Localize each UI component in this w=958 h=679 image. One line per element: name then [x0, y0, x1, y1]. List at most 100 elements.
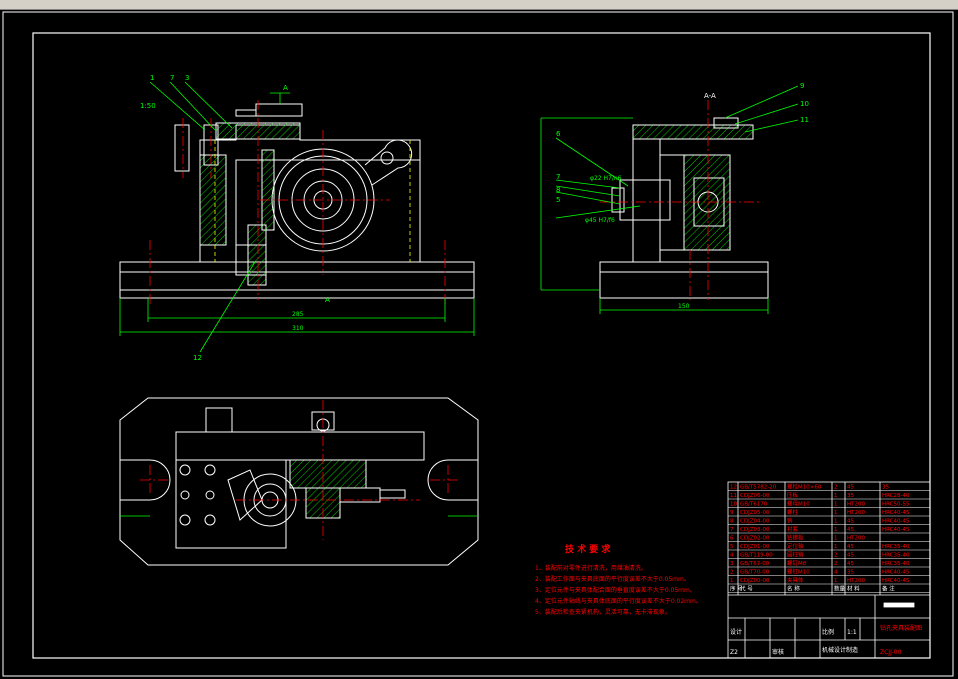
parts-cell-no: 1 [730, 578, 734, 584]
parts-cell-note: HRC40-45 [882, 578, 910, 584]
parts-cell-no: 12 [730, 485, 737, 491]
parts-cell-name: 钻模板 [787, 534, 804, 542]
tech-requirements-title: 技 术 要 求 [565, 543, 611, 555]
parts-cell-no: 11 [730, 493, 737, 499]
scale-label: 比例 [822, 628, 834, 636]
parts-cell-qty: 1 [834, 502, 838, 508]
parts-cell-mat: 45 [847, 544, 854, 550]
front-dimensions [119, 81, 475, 353]
tech-req-item-5: 5、装配后检查夹紧机构，灵活可靠，无卡滞现象。 [535, 608, 671, 616]
parts-cell-no: 5 [730, 544, 734, 550]
parts-cell-name: 销 [787, 517, 793, 525]
parts-cell-mat: 35 [847, 493, 854, 499]
parts-cell-no: 6 [730, 536, 734, 542]
parts-cell-note: HRC50-55 [882, 502, 910, 508]
parts-cell-name: 压板 [787, 491, 799, 499]
front-balloon-12: 12 [193, 354, 202, 362]
side-balloon-6: 6 [556, 130, 561, 138]
parts-cell-note: HRC28-40 [882, 493, 910, 499]
parts-cell-name: 圆柱销 [787, 551, 804, 559]
side-balloon-11: 11 [800, 116, 809, 124]
parts-cell-code: GB/T67-00 [740, 561, 770, 567]
parts-list-table [727, 481, 931, 659]
drawing-name: 钻孔夹具装配图 [880, 624, 922, 632]
drawing-number: ZCJJ-00 [880, 649, 902, 656]
side-balloon-8: 8 [556, 186, 560, 194]
front-balloon-1: 1 [150, 74, 154, 82]
parts-cell-note: HRC40-45 [882, 519, 910, 525]
parts-cell-name: 螺母M10 [787, 500, 810, 508]
parts-cell-note: 35 [882, 485, 889, 491]
side-view-title: A-A [704, 92, 716, 100]
parts-cell-code: CDJZ01-00 [740, 544, 770, 550]
front-section-mark-top: A [283, 84, 288, 92]
parts-cell-name: 定位轴 [787, 542, 804, 550]
parts-cell-qty: 2 [834, 485, 838, 491]
parts-cell-no: 3 [730, 561, 734, 567]
parts-cell-no: 7 [730, 527, 734, 533]
scale-value: 1:1 [847, 629, 857, 636]
checker-label: 审核 [772, 648, 784, 656]
front-labels: 1 7 3 1:50 A A 285 310 12 [140, 74, 330, 362]
front-dim-inner: 285 [292, 311, 304, 318]
parts-cell-mat: 35 [847, 570, 854, 576]
side-dim-bottom: 150 [678, 303, 690, 310]
z-label: Z2 [730, 649, 738, 656]
tech-req-item-3: 3、定位元件与夹具体配合面的垂直度误差不大于0.05mm。 [535, 586, 696, 594]
parts-cell-qty: 1 [834, 544, 838, 550]
parts-cell-note: HRC35-40 [882, 561, 910, 567]
front-scale-note: 1:50 [140, 102, 156, 110]
parts-cell-no: 8 [730, 519, 734, 525]
parts-cell-code: GB/T6170 [740, 502, 768, 508]
parts-cell-code: CDJZ03-00 [740, 527, 770, 533]
parts-cell-code: CDJZ02-00 [740, 536, 770, 542]
parts-cell-code: CDJZ06-00 [740, 493, 770, 499]
parts-cell-code: GB/T119-00 [740, 553, 773, 559]
parts-cell-qty: 1 [834, 536, 838, 542]
parts-cell-qty: 2 [834, 561, 838, 567]
parts-cell-name: 名 称 [787, 585, 800, 593]
title-block [728, 594, 930, 658]
front-dim-outer: 310 [292, 325, 304, 332]
parts-cell-no: 2 [730, 570, 734, 576]
parts-cell-code: GB/T5782-20 [740, 485, 777, 491]
parts-cell-no: 序 号 [730, 585, 743, 593]
parts-cell-qty: 4 [834, 570, 838, 576]
parts-cell-name: 衬套 [787, 525, 799, 533]
side-balloon-10: 10 [800, 100, 809, 108]
parts-cell-qty: 1 [834, 578, 838, 584]
parts-cell-note: HRC40-45 [882, 510, 910, 516]
title-block-text: 钻孔夹具装配图 ZCJJ-00 比例 1:1 机械设计制造 设计 Z2 审核 [730, 624, 922, 656]
parts-cell-note: HRC40-45 [882, 527, 910, 533]
parts-cell-mat: HT200 [847, 536, 865, 542]
parts-cell-code: CDJZ05-00 [740, 510, 770, 516]
drawing-frame [32, 32, 931, 659]
parts-cell-no: 9 [730, 510, 734, 516]
parts-cell-name: 夹具体 [787, 576, 804, 584]
tech-req-item-1: 1、装配前对零件进行清洗，用煤油清洗。 [535, 564, 647, 572]
parts-cell-code: CDJZ00-00 [740, 578, 770, 584]
front-section-mark-bottom: A [325, 296, 330, 304]
parts-cell-name: 螺柱 [787, 508, 799, 516]
side-center-lines [600, 100, 760, 300]
parts-cell-code: CDJZ04-00 [740, 519, 770, 525]
parts-cell-mat: 材 料 [847, 585, 860, 593]
parts-cell-code: 代 号 [740, 585, 753, 593]
parts-cell-name: 螺栓M10×60 [787, 483, 822, 491]
tech-req-item-4: 4、定位元件轴线与夹具体底面的平行度误差不大于0.02mm。 [535, 597, 702, 605]
parts-cell-qty: 1 [834, 519, 838, 525]
parts-cell-qty: 数量 [834, 585, 846, 593]
parts-cell-mat: 45 [847, 527, 854, 533]
top-center-lines [140, 400, 460, 540]
cad-drawing-canvas: 1 7 3 1:50 A A 285 310 12 [2, 11, 954, 677]
front-hidden-lines [214, 140, 411, 262]
parts-cell-note: HRC40-45 [882, 570, 910, 576]
parts-cell-mat: HT200 [847, 510, 865, 516]
parts-cell-mat: 45 [847, 553, 854, 559]
parts-cell-qty: 2 [834, 553, 838, 559]
parts-cell-qty: 1 [834, 510, 838, 516]
school-name: 机械设计制造 [822, 646, 858, 654]
front-balloon-7: 7 [170, 74, 174, 82]
parts-cell-no: 4 [730, 553, 734, 559]
